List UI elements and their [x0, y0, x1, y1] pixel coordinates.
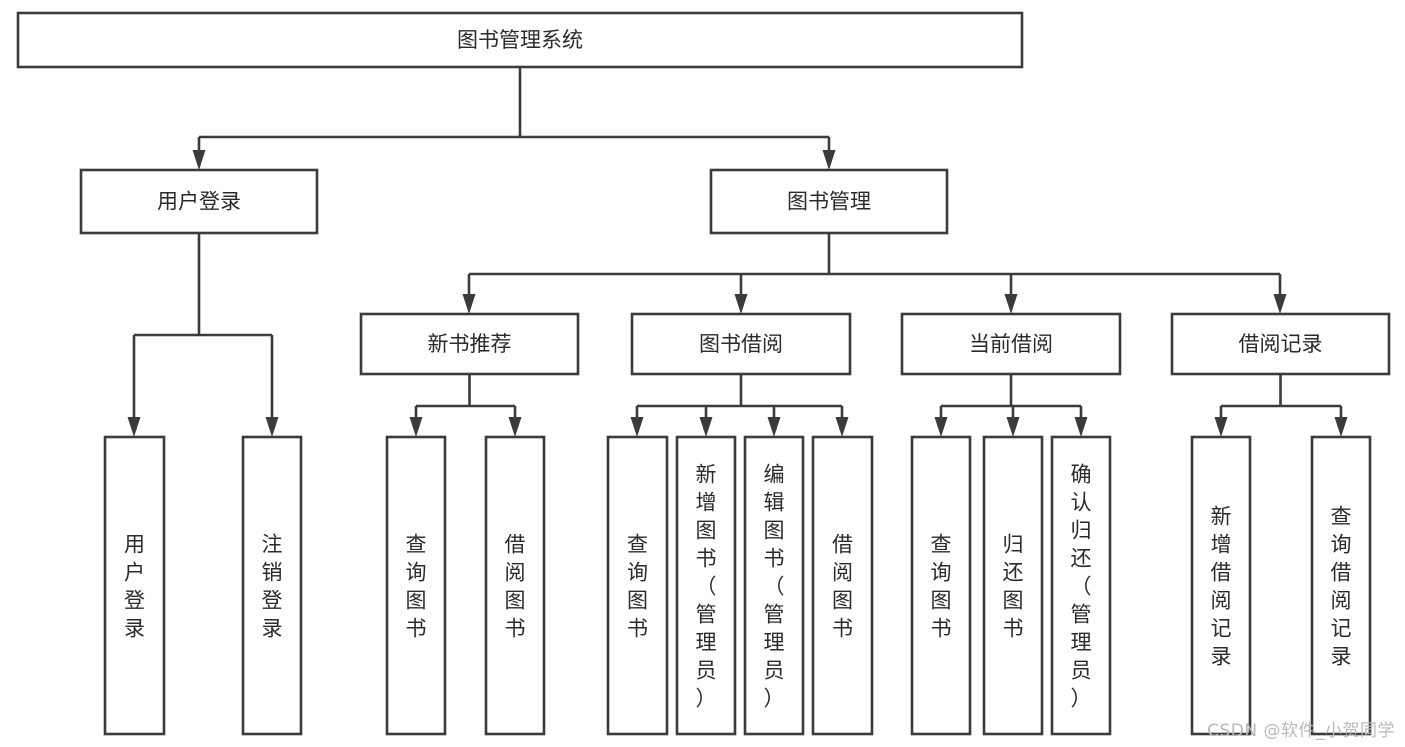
node-new-book-recommend-box[interactable] — [359, 312, 580, 376]
arrow-head-icon — [934, 417, 948, 437]
node-leaf-add-book-admin-box[interactable] — [675, 435, 737, 736]
connector-user-login-to-leaves — [127, 233, 279, 437]
connector-book-manage-to-level2 — [462, 233, 1287, 314]
node-leaf-confirm-return-admin-label: 确认归还（管理员） — [1071, 462, 1092, 710]
node-leaf-return-book-box[interactable] — [982, 435, 1044, 736]
node-leaf-query-book-current-label: 查询图书 — [931, 532, 952, 640]
node-leaf-user-logout-box[interactable] — [241, 435, 303, 736]
arrow-head-icon — [192, 150, 206, 170]
node-root-label: 图书管理系统 — [457, 28, 583, 52]
connector-borrow-record-to-leaves — [1214, 374, 1348, 437]
arrow-head-icon — [1214, 417, 1228, 437]
arrow-head-icon — [630, 417, 644, 437]
arrow-head-icon — [835, 417, 849, 437]
node-root-box[interactable] — [16, 11, 1024, 69]
node-new-book-recommend-label: 新书推荐 — [428, 332, 512, 356]
node-leaf-query-book-recommend[interactable]: 查询图书 — [385, 435, 447, 736]
node-leaf-borrow-book-box[interactable] — [811, 435, 874, 736]
node-leaf-query-borrow-record-box[interactable] — [1310, 435, 1372, 736]
node-new-book-recommend[interactable]: 新书推荐 — [359, 312, 580, 376]
nodes-layer: 图书管理系统用户登录图书管理新书推荐图书借阅当前借阅借阅记录用户登录注销登录查询… — [16, 11, 1391, 736]
arrow-head-icon — [734, 294, 748, 314]
node-leaf-query-book-borrow[interactable]: 查询图书 — [606, 435, 669, 736]
node-leaf-query-book-current-box[interactable] — [910, 435, 972, 736]
node-leaf-return-book-label: 归还图书 — [1003, 532, 1024, 640]
node-leaf-confirm-return-admin[interactable]: 确认归还（管理员） — [1050, 435, 1112, 736]
node-user-login[interactable]: 用户登录 — [79, 168, 319, 235]
node-leaf-user-login[interactable]: 用户登录 — [103, 435, 166, 736]
node-current-borrow[interactable]: 当前借阅 — [900, 312, 1122, 376]
connector-book-borrow-to-leaves — [630, 374, 849, 437]
node-leaf-confirm-return-admin-box[interactable] — [1050, 435, 1112, 736]
node-borrow-record[interactable]: 借阅记录 — [1170, 312, 1391, 376]
node-leaf-borrow-book-label: 借阅图书 — [832, 532, 853, 640]
watermark-text: CSDN @软件_小贺同学 — [1207, 721, 1395, 741]
node-leaf-query-book-borrow-box[interactable] — [606, 435, 669, 736]
node-leaf-return-book[interactable]: 归还图书 — [982, 435, 1044, 736]
node-leaf-add-borrow-record-box[interactable] — [1190, 435, 1252, 736]
node-leaf-query-borrow-record-label: 查询借阅记录 — [1331, 504, 1352, 668]
connector-root-to-level1 — [192, 67, 836, 170]
arrow-head-icon — [127, 417, 141, 437]
arrow-head-icon — [767, 417, 781, 437]
node-leaf-query-book-recommend-label: 查询图书 — [406, 532, 427, 640]
node-leaf-borrow-book-recommend-box[interactable] — [484, 435, 546, 736]
node-book-manage-box[interactable] — [709, 168, 949, 235]
node-leaf-query-book-current[interactable]: 查询图书 — [910, 435, 972, 736]
node-borrow-record-label: 借阅记录 — [1239, 332, 1323, 356]
node-leaf-borrow-book-recommend-label: 借阅图书 — [505, 532, 526, 640]
node-leaf-edit-book-admin[interactable]: 编辑图书（管理员） — [743, 435, 805, 736]
connector-new-book-recommend-to-leaves — [409, 374, 522, 437]
node-leaf-user-login-label: 用户登录 — [124, 532, 145, 640]
arrow-head-icon — [1004, 294, 1018, 314]
node-user-login-box[interactable] — [79, 168, 319, 235]
arrow-head-icon — [265, 417, 279, 437]
node-user-login-label: 用户登录 — [157, 190, 241, 214]
node-leaf-query-borrow-record[interactable]: 查询借阅记录 — [1310, 435, 1372, 736]
arrow-head-icon — [1074, 417, 1088, 437]
node-leaf-add-book-admin-label: 新增图书（管理员） — [696, 462, 717, 710]
node-current-borrow-box[interactable] — [900, 312, 1122, 376]
node-leaf-user-logout-label: 注销登录 — [262, 532, 283, 640]
arrow-head-icon — [508, 417, 522, 437]
node-book-borrow-box[interactable] — [630, 312, 852, 376]
node-book-borrow-label: 图书借阅 — [699, 332, 783, 356]
node-leaf-query-book-recommend-box[interactable] — [385, 435, 447, 736]
node-leaf-borrow-book[interactable]: 借阅图书 — [811, 435, 874, 736]
arrow-head-icon — [462, 294, 476, 314]
edges-layer — [127, 67, 1348, 437]
arrow-head-icon — [409, 417, 423, 437]
node-book-manage[interactable]: 图书管理 — [709, 168, 949, 235]
node-leaf-edit-book-admin-box[interactable] — [743, 435, 805, 736]
node-book-manage-label: 图书管理 — [787, 190, 871, 214]
node-book-borrow[interactable]: 图书借阅 — [630, 312, 852, 376]
node-leaf-user-login-box[interactable] — [103, 435, 166, 736]
node-leaf-add-book-admin[interactable]: 新增图书（管理员） — [675, 435, 737, 736]
arrow-head-icon — [699, 417, 713, 437]
node-leaf-edit-book-admin-label: 编辑图书（管理员） — [764, 462, 785, 710]
node-leaf-query-book-borrow-label: 查询图书 — [627, 532, 648, 640]
node-leaf-borrow-book-recommend[interactable]: 借阅图书 — [484, 435, 546, 736]
node-leaf-add-borrow-record-label: 新增借阅记录 — [1211, 504, 1232, 668]
node-root[interactable]: 图书管理系统 — [16, 11, 1024, 69]
node-borrow-record-box[interactable] — [1170, 312, 1391, 376]
connector-current-borrow-to-leaves — [934, 374, 1088, 437]
arrow-head-icon — [1273, 294, 1287, 314]
arrow-head-icon — [822, 150, 836, 170]
node-leaf-add-borrow-record[interactable]: 新增借阅记录 — [1190, 435, 1252, 736]
node-current-borrow-label: 当前借阅 — [969, 332, 1053, 356]
arrow-head-icon — [1334, 417, 1348, 437]
arrow-head-icon — [1006, 417, 1020, 437]
node-leaf-user-logout[interactable]: 注销登录 — [241, 435, 303, 736]
